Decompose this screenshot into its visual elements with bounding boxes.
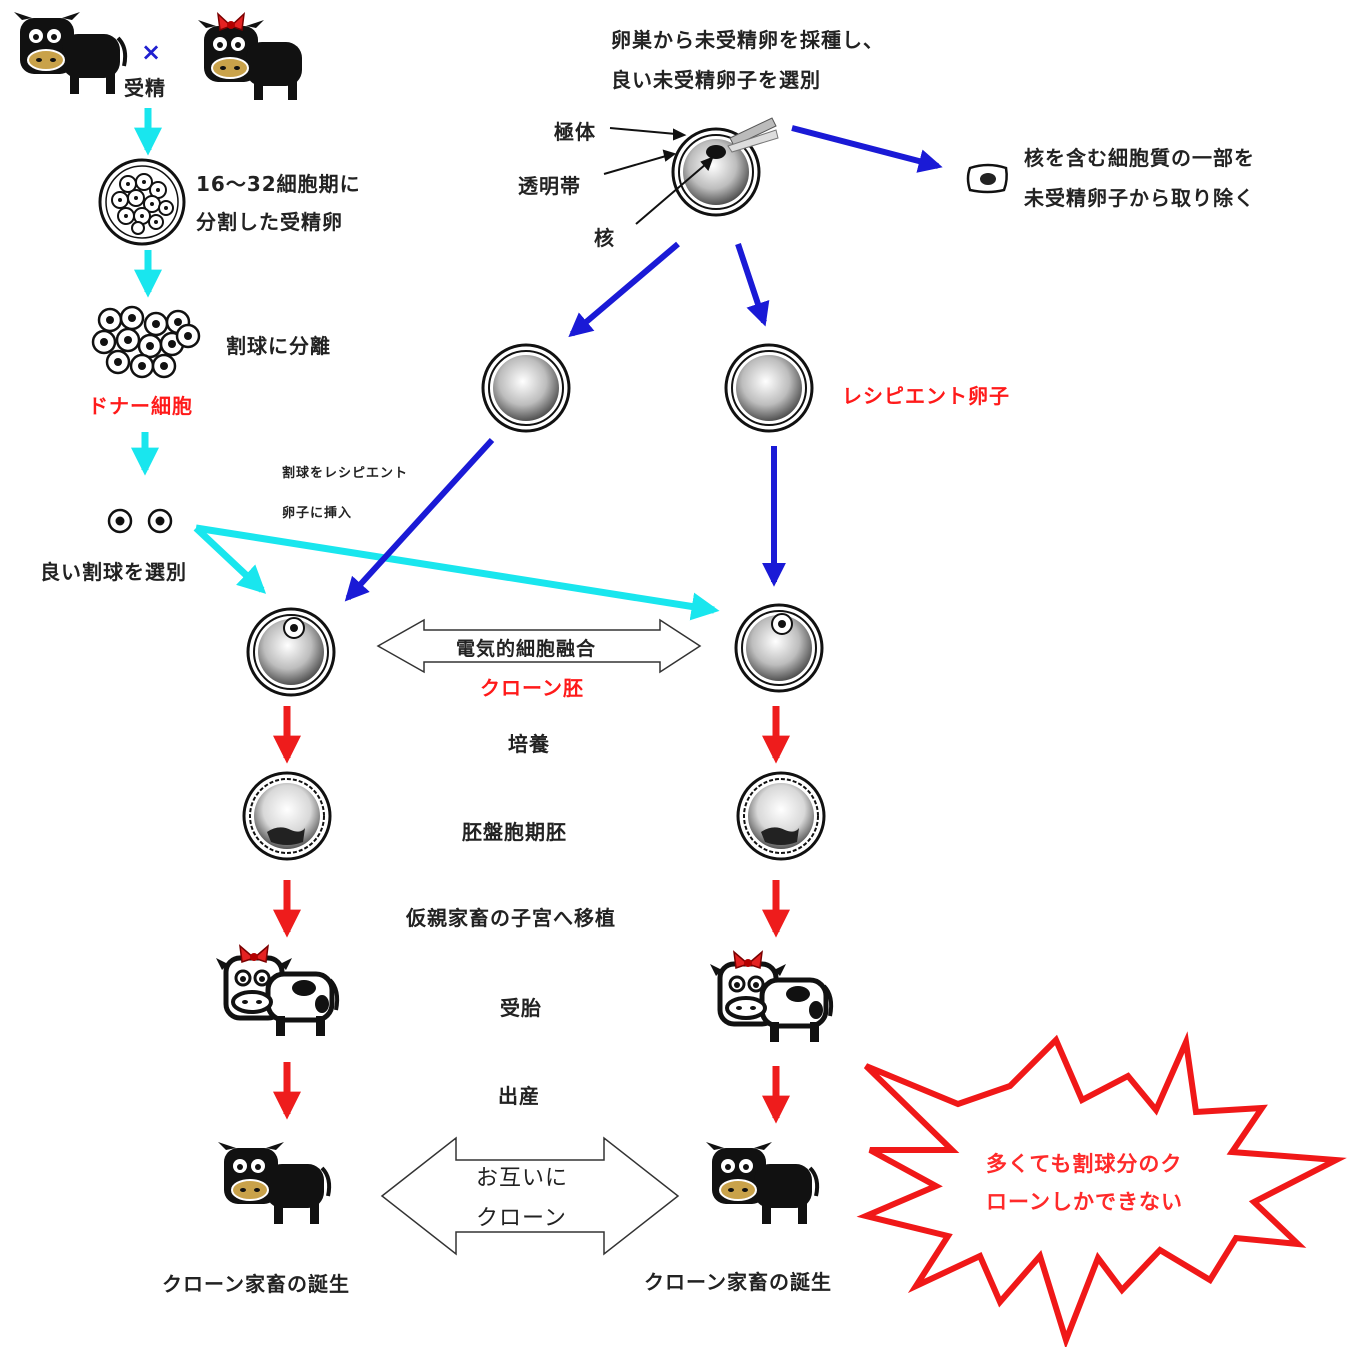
clone-birth-left-label: クローン家畜の誕生 — [162, 1272, 350, 1296]
recipient-oocyte-label: レシピエント卵子 — [842, 384, 1010, 408]
bull-icon-right — [704, 1140, 820, 1226]
cyan-arrows — [131, 108, 720, 621]
zona-label: 透明帯 — [518, 174, 581, 198]
burst-text-line2: ローンしかできない — [986, 1190, 1183, 1214]
enucleation-line1: 核を含む細胞質の一部を — [1024, 146, 1255, 170]
clone-embryo-label: クローン胚 — [480, 676, 584, 700]
cow-icon-right — [710, 952, 831, 1042]
cow-icon-left — [216, 946, 337, 1036]
select-blastomeres-label: 良い割球を選別 — [40, 560, 187, 584]
embryo-stage-line1: 16～32細胞期に — [196, 172, 361, 196]
oocyte-collection-line2: 良い未受精卵子を選別 — [611, 68, 821, 92]
enucleation-line2: 未受精卵子から取り除く — [1024, 186, 1255, 210]
insert-note-line2: 卵子に挿入 — [282, 506, 353, 521]
culture-label: 培養 — [508, 732, 550, 756]
fertilization-symbol: × — [141, 38, 163, 66]
bull-icon — [12, 10, 128, 96]
mutual-clone-line2: クローン — [476, 1206, 567, 1231]
clone-birth-right-label: クローン家畜の誕生 — [644, 1270, 832, 1294]
insert-note-line1: 割球をレシピエント — [282, 466, 409, 481]
transfer-label: 仮親家畜の子宮へ移植 — [406, 906, 616, 930]
oocyte-collection-line1: 卵巣から未受精卵を採種し、 — [611, 28, 884, 52]
unfertilized-oocyte — [671, 117, 779, 217]
selected-blastomere-1 — [107, 508, 133, 534]
pointer-lines — [603, 127, 714, 225]
blastocyst-right — [736, 771, 826, 861]
burst-text-line1: 多くても割球分のク — [986, 1152, 1183, 1176]
electrofusion-label: 電気的細胞融合 — [456, 638, 597, 660]
separate-blastomeres-label: 割球に分離 — [226, 334, 331, 358]
fertilization-label: 受精 — [124, 76, 166, 100]
selected-blastomere-2 — [147, 508, 173, 534]
birth-label: 出産 — [498, 1084, 540, 1108]
bow-cow-icon — [197, 13, 303, 101]
mutual-clone-double-arrow — [380, 1136, 680, 1256]
bull-icon-left — [216, 1140, 332, 1226]
recipient-oocyte-left — [481, 343, 571, 433]
removed-nucleus — [966, 163, 1008, 194]
donor-cell-label: ドナー細胞 — [88, 394, 193, 418]
fusion-double-arrow — [376, 618, 702, 674]
nucleus-label: 核 — [594, 226, 615, 250]
explosion-burst — [856, 1031, 1347, 1347]
pregnancy-label: 受胎 — [500, 996, 542, 1020]
embryo-stage-line2: 分割した受精卵 — [196, 210, 343, 234]
morula-embryo — [98, 158, 186, 246]
clone-embryo-left — [246, 607, 336, 697]
red-arrows — [273, 706, 790, 1124]
polar-body-label: 極体 — [554, 120, 596, 144]
blastocyst-left — [242, 771, 332, 861]
recipient-oocyte-right — [724, 343, 814, 433]
blastocyst-label: 胚盤胞期胚 — [462, 820, 567, 844]
separated-blastomeres — [91, 305, 201, 379]
blue-arrows — [344, 125, 943, 602]
mutual-clone-line1: お互いに — [476, 1166, 569, 1191]
clone-embryo-right — [734, 603, 824, 693]
